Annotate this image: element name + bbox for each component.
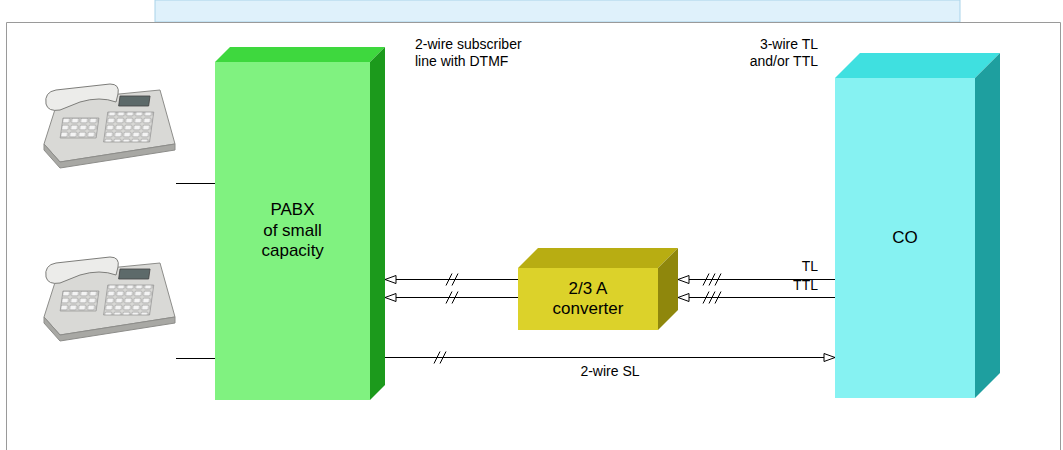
box-label: 2/3 A converter — [548, 279, 628, 320]
box-side-face — [658, 248, 678, 330]
wire-count-tick — [446, 292, 452, 304]
signal-line — [385, 357, 835, 358]
wire-count-tick — [703, 274, 709, 286]
box-top-face — [215, 47, 385, 62]
box-face — [835, 53, 1000, 398]
pabx-box: PABX of small capacity — [215, 62, 370, 400]
box-top-face — [518, 248, 678, 268]
telephone-icon — [44, 84, 175, 168]
line-label: TTL — [793, 277, 818, 294]
wire-count-tick — [715, 274, 721, 286]
converter-box: 2/3 A converter — [518, 268, 658, 330]
wire-count-tick — [452, 292, 458, 304]
wire-count-tick — [715, 292, 721, 304]
signal-line — [385, 279, 518, 280]
box-side-face — [975, 53, 1000, 398]
signal-line — [385, 297, 518, 298]
wire-count-tick — [446, 274, 452, 286]
wire-count-tick — [709, 292, 715, 304]
box-side-face — [370, 47, 385, 400]
exchange-box: CO — [835, 78, 975, 398]
wire-count-tick — [709, 274, 715, 286]
frame-line — [6, 23, 7, 450]
phone-cord — [176, 358, 215, 359]
box-top-face — [835, 53, 1000, 78]
line-label: 2-wire SL — [580, 363, 639, 380]
wire-count-tick — [703, 292, 709, 304]
phone-cord — [176, 183, 215, 184]
box-label: PABX of small capacity — [262, 200, 324, 261]
telephone-icon — [44, 257, 175, 341]
annotation-text: 3-wire TL and/or TTL — [718, 36, 818, 70]
signal-line — [678, 297, 835, 298]
box-label: CO — [892, 228, 918, 248]
wire-count-tick — [434, 352, 440, 364]
header-band — [155, 0, 960, 22]
annotation-text: 2-wire subscriber line with DTMF — [415, 36, 540, 70]
frame-line — [1060, 23, 1061, 450]
frame-line — [7, 22, 1061, 23]
wire-count-tick — [440, 352, 446, 364]
line-label: TL — [802, 258, 818, 275]
wire-count-tick — [452, 274, 458, 286]
